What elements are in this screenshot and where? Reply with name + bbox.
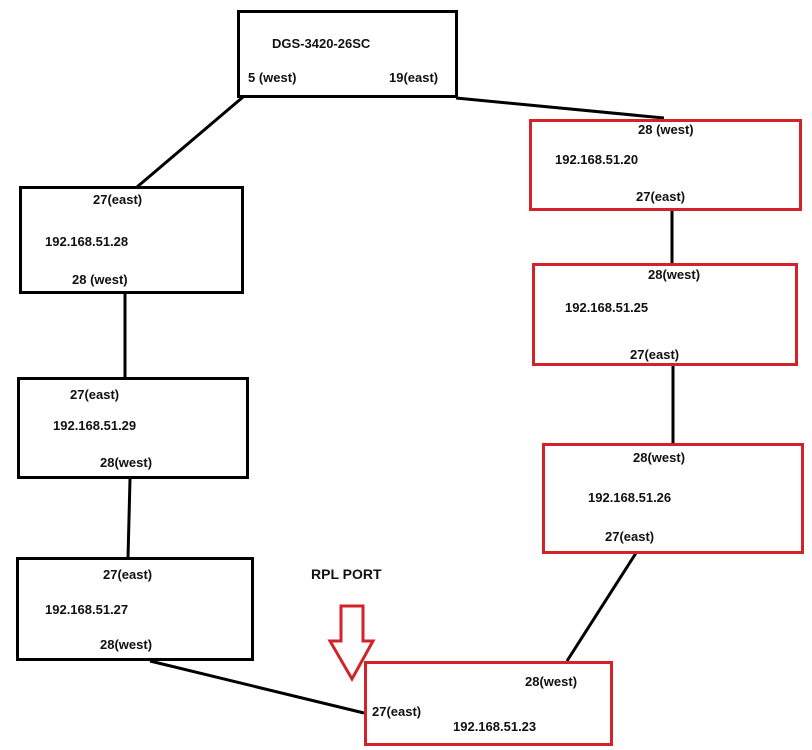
node-ip: 192.168.51.23 <box>453 719 537 734</box>
port-west: 28(west) <box>648 267 701 282</box>
switch-node-192-168-51-23[interactable] <box>364 661 613 746</box>
port-west: 28(west) <box>100 637 153 652</box>
link-n26-n23 <box>565 552 638 662</box>
link-root-n28 <box>136 95 244 189</box>
switch-node-192-168-51-29[interactable] <box>17 377 249 479</box>
port-east: 27(east) <box>636 189 686 204</box>
rpl-port-arrow-icon <box>327 604 376 683</box>
switch-node-192-168-51-28[interactable] <box>19 186 244 294</box>
rpl-port-label: RPL PORT <box>311 566 382 582</box>
root-switch-node[interactable] <box>237 10 458 98</box>
node-ip: 192.168.51.29 <box>53 418 137 433</box>
link-n29-n27 <box>126 478 132 559</box>
root-switch-name: DGS-3420-26SC <box>272 36 371 51</box>
switch-node-192-168-51-20[interactable] <box>529 119 802 211</box>
node-ip: 192.168.51.25 <box>565 300 649 315</box>
port-west: 28 (west) <box>638 122 694 137</box>
port-west: 28(west) <box>525 674 578 689</box>
switch-node-192-168-51-27[interactable] <box>16 557 254 661</box>
switch-node-192-168-51-26[interactable] <box>542 443 804 554</box>
port-east: 27(east) <box>70 387 120 402</box>
link-n27-n23 <box>149 659 365 715</box>
port-west: 28 (west) <box>72 272 128 287</box>
switch-node-192-168-51-25[interactable] <box>532 263 798 366</box>
port-east: 27(east) <box>93 192 143 207</box>
rpl-port-east: 27(east) <box>372 704 422 719</box>
root-east-port: 19(east) <box>389 70 439 85</box>
node-ip: 192.168.51.26 <box>588 490 672 505</box>
node-ip: 192.168.51.20 <box>555 152 639 167</box>
link-root-n20 <box>455 96 665 120</box>
port-west: 28(west) <box>100 455 153 470</box>
port-west: 28(west) <box>633 450 686 465</box>
node-ip: 192.168.51.27 <box>45 602 129 617</box>
port-east: 27(east) <box>605 529 655 544</box>
port-east: 27(east) <box>103 567 153 582</box>
port-east: 27(east) <box>630 347 680 362</box>
node-ip: 192.168.51.28 <box>45 234 129 249</box>
root-west-port: 5 (west) <box>248 70 297 85</box>
